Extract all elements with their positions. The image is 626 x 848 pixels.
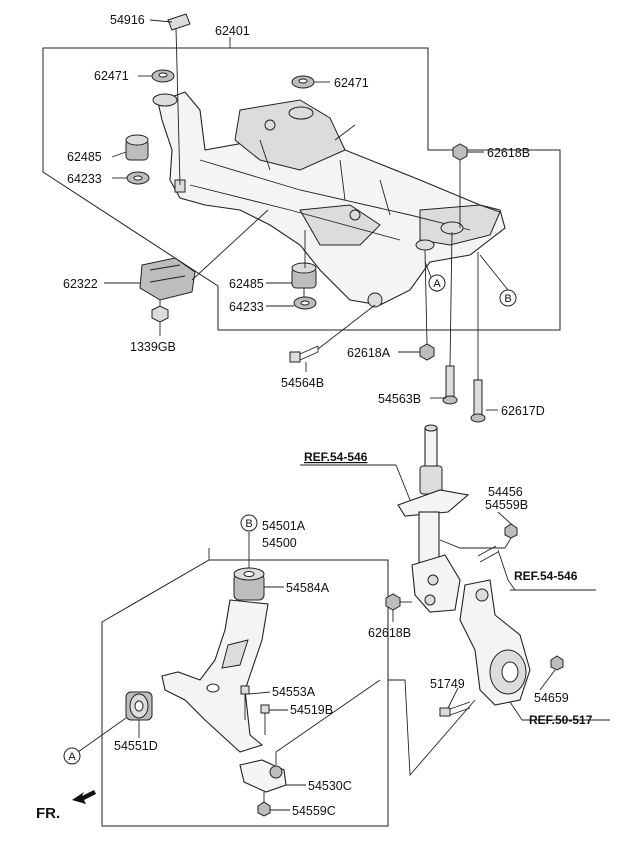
label-62485-upper: 62485	[67, 150, 102, 164]
svg-text:B: B	[504, 293, 511, 305]
label-64233-upper: 64233	[67, 172, 102, 186]
bolt-54563B	[442, 365, 458, 405]
callout-a-upper: A	[428, 274, 446, 292]
label-54456: 54456	[488, 485, 523, 499]
front-direction-label: FR.	[36, 805, 60, 822]
label-62471-left: 62471	[94, 69, 129, 83]
bolt-62617D	[470, 379, 486, 423]
callout-a-lower: A	[63, 747, 81, 765]
label-62401: 62401	[215, 24, 250, 38]
nut-54559C	[257, 801, 271, 817]
nut-54659	[550, 655, 564, 671]
label-54530C: 54530C	[308, 779, 352, 793]
front-crossmember	[152, 91, 506, 308]
bushing-54584A	[233, 567, 265, 601]
strut-assembly	[397, 424, 470, 613]
label-54519B: 54519B	[290, 703, 333, 717]
lower-control-arm	[161, 599, 269, 753]
label-54563B: 54563B	[378, 392, 421, 406]
bushing-62485-lower	[291, 262, 317, 289]
lower-arm-assembly-box	[101, 559, 389, 827]
label-62618B-bottom: 62618B	[368, 626, 411, 640]
label-54500: 54500	[262, 536, 297, 550]
callout-b-lower: B	[240, 514, 258, 532]
label-62618B-top: 62618B	[487, 146, 530, 160]
label-54553A: 54553A	[272, 685, 316, 699]
nut-62618A	[419, 343, 435, 361]
label-54551D: 54551D	[114, 739, 158, 753]
label-54916: 54916	[110, 13, 145, 27]
nut-1339GB	[151, 305, 169, 323]
bolt-54553A	[240, 685, 250, 720]
ref-54-546-left: REF.54-546	[304, 450, 368, 464]
bushing-54551D	[125, 691, 153, 721]
label-54559B: 54559B	[485, 498, 528, 512]
bolt-51749	[439, 701, 471, 717]
label-64233-lower: 64233	[229, 300, 264, 314]
callout-b-upper: B	[499, 289, 517, 307]
label-54501A: 54501A	[262, 519, 306, 533]
leader-lines	[77, 19, 610, 811]
svg-text:A: A	[433, 278, 441, 290]
label-62322: 62322	[63, 277, 98, 291]
front-direction-arrow-icon	[72, 790, 96, 804]
crossmember-assembly-box	[42, 47, 561, 331]
plate-54916	[167, 13, 191, 31]
label-51749: 51749	[430, 677, 465, 691]
svg-text:A: A	[68, 751, 76, 763]
ball-joint-54530C	[239, 752, 287, 793]
nut-62618B-bottom	[385, 593, 401, 611]
svg-text:B: B	[245, 518, 252, 530]
label-62618A: 62618A	[347, 346, 391, 360]
ref-54-546-right: REF.54-546	[514, 569, 578, 583]
label-62485-lower: 62485	[229, 277, 264, 291]
label-54659: 54659	[534, 691, 569, 705]
bolt-54519B	[260, 704, 270, 735]
label-62617D: 62617D	[501, 404, 545, 418]
label-1339GB: 1339GB	[130, 340, 176, 354]
label-54559C: 54559C	[292, 804, 336, 818]
label-62471-right: 62471	[334, 76, 369, 90]
label-54564B: 54564B	[281, 376, 324, 390]
ref-50-517: REF.50-517	[529, 713, 593, 727]
steering-knuckle	[459, 579, 531, 706]
bushing-62485-upper	[125, 134, 149, 161]
bolt-54564B	[289, 345, 319, 363]
nut-62618B-top	[452, 143, 468, 161]
nut-54456	[504, 523, 518, 539]
label-54584A: 54584A	[286, 581, 330, 595]
bracket-62322	[139, 257, 196, 301]
